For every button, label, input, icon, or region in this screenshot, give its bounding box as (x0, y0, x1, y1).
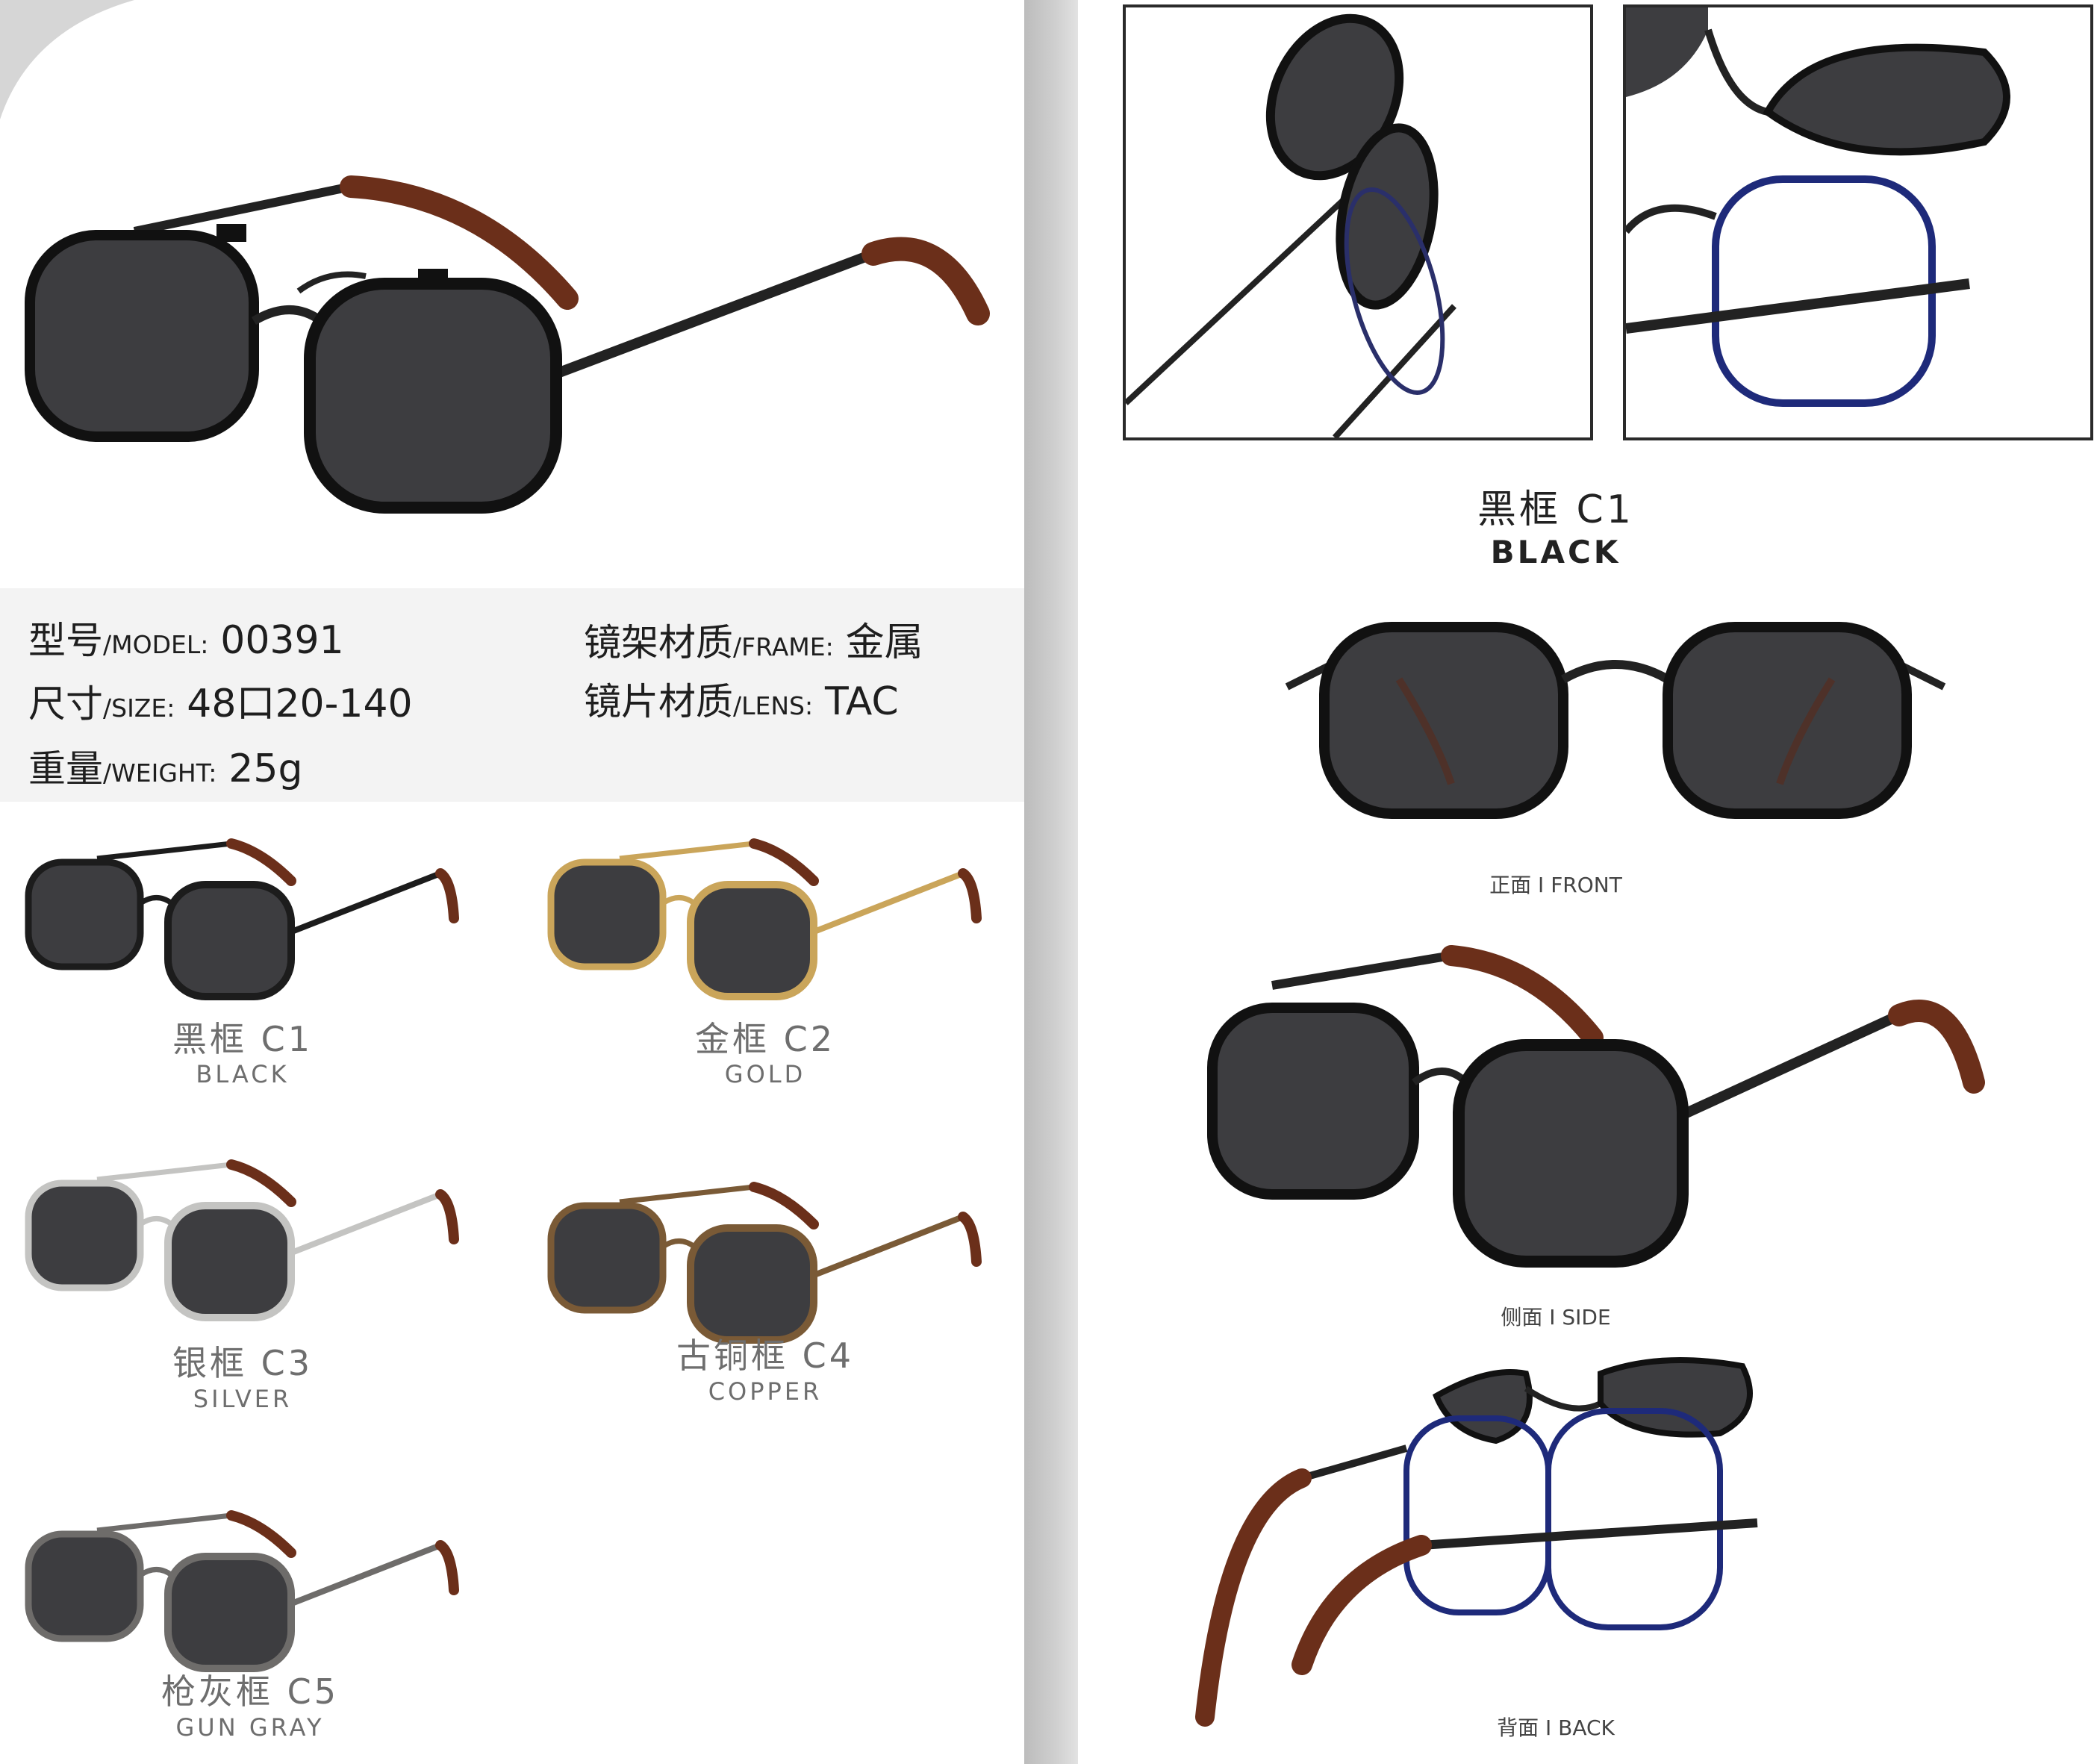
corner-shade (0, 0, 134, 119)
panel-divider (1024, 0, 1078, 1764)
front-view-label: 正面 I FRONT (1489, 873, 1622, 897)
variant-label-c1: 黑框 C1 (172, 1019, 313, 1059)
detail-thumbnail-hinge (1123, 4, 1593, 440)
hero-glasses-image (25, 175, 990, 514)
featured-label: 黑框 C1 (1477, 487, 1634, 532)
side-view-label: 侧面 I SIDE (1501, 1305, 1611, 1330)
variant-sublabel-c4: COPPER (708, 1377, 823, 1406)
back-view-label: 背面 I BACK (1497, 1715, 1615, 1740)
side-view-image (1207, 945, 1985, 1268)
spec-box (0, 588, 1024, 802)
right-panel: 黑框 C1 BLACK 正面 I FRONT 侧面 I SIDE 背面 I BA… (1078, 0, 2097, 1764)
featured-sublabel: BLACK (1490, 534, 1621, 570)
variant-sublabel-c1: BLACK (196, 1060, 290, 1088)
variant-image-c3 (25, 1159, 459, 1321)
spec-frame: 镜架材质/FRAME: 金属 (584, 620, 923, 665)
back-view-image (1195, 1357, 1758, 1727)
variant-label-c3: 银框 C3 (172, 1343, 313, 1383)
front-view-image (1285, 622, 1946, 819)
spec-lens: 镜片材质/LENS: TAC (584, 679, 899, 724)
variant-image-c4 (547, 1182, 982, 1344)
variant-sublabel-c3: SILVER (193, 1385, 293, 1413)
variant-image-c2 (547, 838, 982, 1000)
spec-size: 尺寸/SIZE: 48口20-140 (28, 682, 413, 726)
spec-model: 型号/MODEL: 00391 (28, 618, 344, 663)
variant-label-c2: 金框 C2 (694, 1019, 835, 1059)
variant-image-c5 (25, 1510, 459, 1672)
detail-thumbnail-flip (1623, 4, 2093, 440)
variant-sublabel-c2: GOLD (724, 1060, 806, 1088)
spec-weight: 重量/WEIGHT: 25g (28, 747, 303, 791)
detail-flip-image (1626, 7, 2010, 407)
variant-sublabel-c5: GUN GRAY (175, 1713, 325, 1742)
detail-hinge-image (1126, 13, 1456, 437)
left-panel: 型号/MODEL: 00391 尺寸/SIZE: 48口20-140 重量/WE… (0, 0, 1024, 1764)
variant-image-c1 (25, 838, 459, 1000)
variant-label-c5: 枪灰框 C5 (161, 1671, 339, 1712)
variant-label-c4: 古铜框 C4 (676, 1336, 854, 1376)
